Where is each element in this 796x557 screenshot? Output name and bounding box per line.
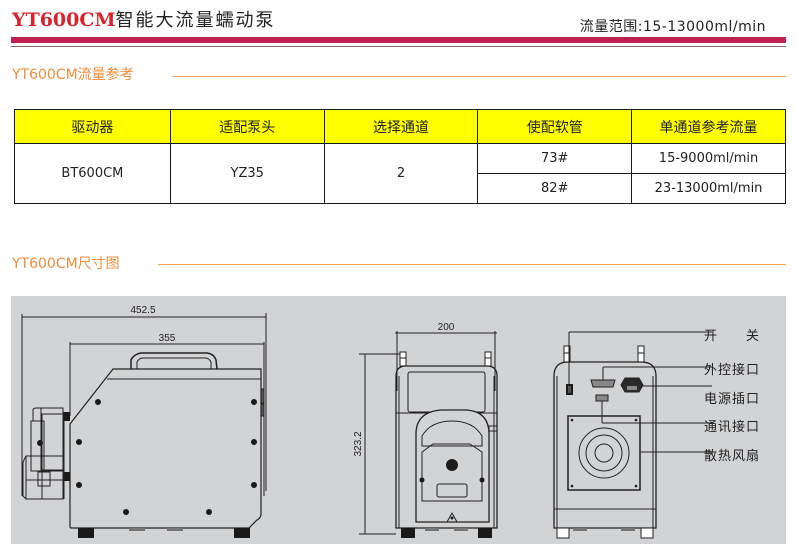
cell-channels: 2	[323, 143, 479, 204]
table-row: 82# 23-13000ml/min	[15, 173, 786, 204]
cell-flow: 23-13000ml/min	[631, 173, 786, 204]
dimension-drawing-panel: 452.5 355 200 323.2 开 关 外控接口 电源插口 通讯接口 散…	[11, 296, 786, 544]
product-name: 智能大流量蠕动泵	[115, 10, 276, 31]
table-header-row: 驱动器 适配泵头 选择通道 使配软管 单通道参考流量	[14, 109, 786, 144]
callout-comm-port: 通讯接口	[704, 420, 761, 435]
cell-tube: 82#	[477, 173, 633, 204]
cell-driver: BT600CM	[14, 143, 171, 204]
front-view	[359, 331, 498, 538]
dimension-section-title: YT600CM尺寸图	[12, 256, 120, 272]
cell-flow: 15-9000ml/min	[631, 143, 786, 174]
dim-overall-length: 452.5	[130, 305, 155, 316]
dimension-section-rule	[158, 264, 786, 265]
header-accent-bar	[11, 37, 786, 43]
col-header-pump-head: 适配泵头	[169, 109, 325, 144]
header-divider	[11, 46, 786, 47]
col-header-driver: 驱动器	[14, 109, 171, 144]
callout-power-socket: 电源插口	[704, 392, 761, 407]
dim-front-height: 323.2	[353, 431, 364, 456]
model-name: YT600CM	[12, 9, 116, 31]
col-header-tube: 使配软管	[477, 109, 633, 144]
side-view	[21, 313, 267, 538]
flow-range: 流量范围:15-13000ml/min	[579, 19, 766, 35]
dim-front-width: 200	[438, 322, 455, 333]
table-row: BT600CM YZ35 2 73# 15-9000ml/min	[14, 143, 786, 204]
dimension-drawing: 452.5 355 200 323.2	[21, 305, 712, 539]
flow-table: 驱动器 适配泵头 选择通道 使配软管 单通道参考流量 BT600CM YZ35 …	[14, 109, 786, 204]
callout-cooling-fan: 散热风扇	[704, 449, 761, 464]
page-title: YT600CM智能大流量蠕动泵	[12, 6, 276, 34]
col-header-channels: 选择通道	[323, 109, 479, 144]
dim-body-length: 355	[159, 333, 176, 344]
rear-view	[553, 331, 712, 539]
callout-external-control: 外控接口	[704, 363, 761, 378]
cell-pump-head: YZ35	[169, 143, 325, 204]
cell-tube: 73#	[477, 143, 633, 174]
flow-section-title: YT600CM流量参考	[12, 67, 134, 83]
col-header-flow: 单通道参考流量	[631, 109, 786, 144]
flow-section-rule	[172, 76, 786, 77]
callout-power-switch: 开 关	[704, 329, 761, 344]
